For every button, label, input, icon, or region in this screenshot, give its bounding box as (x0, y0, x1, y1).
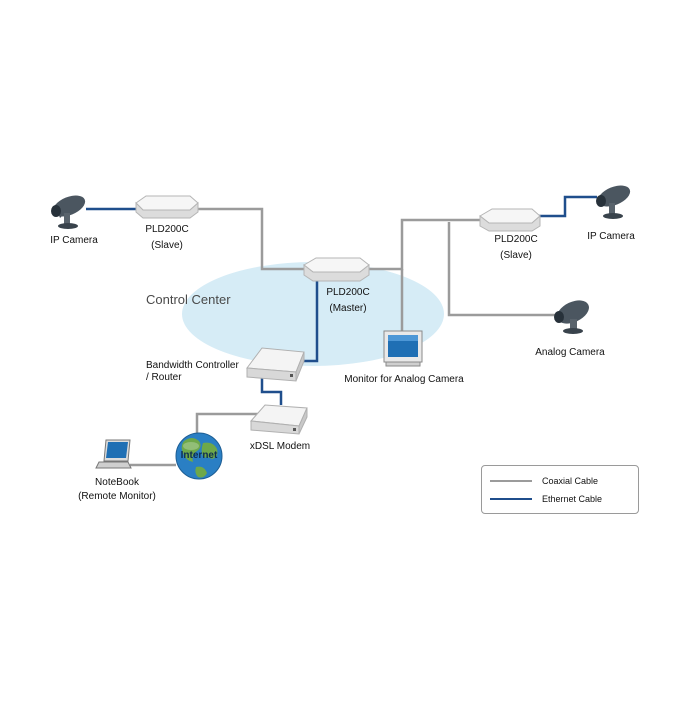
ip-camera-left-icon (51, 195, 86, 229)
coaxial-cables (130, 207, 555, 467)
router-label-line2: / Router (146, 372, 182, 383)
eth-router-to-modem (260, 378, 283, 405)
analog-camera-icon (554, 300, 589, 334)
ip-camera-right-label: IP Camera (587, 231, 635, 242)
pld200c-slave-right-role: (Slave) (500, 250, 532, 261)
pld200c-slave-left-name: PLD200C (145, 224, 189, 235)
legend-label-coaxial: Coaxial Cable (542, 476, 599, 486)
eth-slave-right-to-ipcam (538, 195, 597, 218)
pld200c-slave-right-name: PLD200C (494, 234, 538, 245)
internet-label: Internet (180, 450, 218, 461)
control-center-zone (182, 262, 444, 366)
control-center-label: Control Center (146, 292, 231, 307)
coax-modem-to-internet (195, 412, 262, 436)
coax-slave-right-to-analog (447, 222, 555, 317)
cable-legend: Coaxial Cable Ethernet Cable (481, 465, 639, 514)
notebook-role-label: (Remote Monitor) (78, 491, 156, 502)
pld200c-master-name: PLD200C (326, 287, 370, 298)
coax-master-to-right-trunk (368, 218, 482, 271)
ip-camera-left-label: IP Camera (50, 235, 98, 246)
internet-globe-icon (175, 432, 223, 480)
pld200c-master-device (303, 257, 370, 282)
modem-device (249, 404, 308, 435)
router-device (246, 347, 305, 382)
modem-label: xDSL Modem (249, 441, 311, 452)
notebook-label: NoteBook (95, 477, 139, 488)
ip-camera-right-icon (596, 185, 631, 219)
legend-item-ethernet: Ethernet Cable (490, 493, 630, 505)
legend-label-ethernet: Ethernet Cable (542, 494, 603, 504)
legend-swatch-coaxial (490, 480, 532, 482)
legend-swatch-ethernet (490, 498, 532, 500)
router-label-line1: Bandwidth Controller (146, 360, 239, 371)
analog-camera-label: Analog Camera (535, 347, 605, 358)
notebook-icon (95, 439, 132, 469)
monitor-label: Monitor for Analog Camera (344, 374, 464, 385)
pld200c-slave-right-device (479, 208, 541, 232)
pld200c-slave-left-role: (Slave) (151, 240, 183, 251)
analog-monitor-icon (383, 330, 423, 367)
coax-slave-left-to-master (197, 207, 308, 271)
legend-item-coaxial: Coaxial Cable (490, 475, 630, 487)
pld200c-master-role: (Master) (329, 303, 367, 314)
pld200c-slave-left-device (135, 195, 199, 219)
